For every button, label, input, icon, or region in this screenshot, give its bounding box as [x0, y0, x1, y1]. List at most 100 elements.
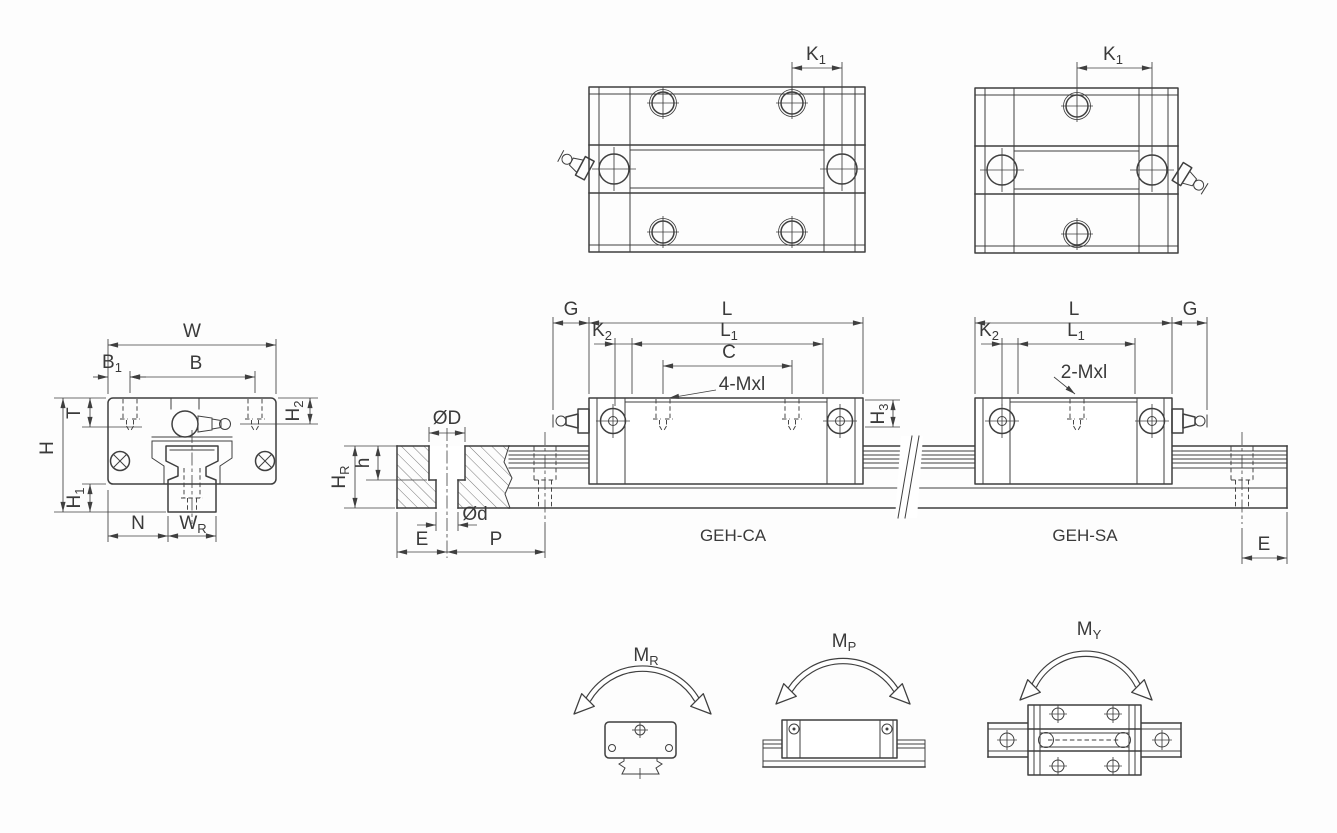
- tapped-hole-top: [647, 216, 679, 248]
- grease-nipple-icon: [557, 150, 595, 181]
- dim-label-w: W: [183, 321, 201, 342]
- dim-c: C: [662, 342, 793, 394]
- dim-label-wr: WR: [179, 513, 206, 536]
- dim-g-left: G: [552, 299, 590, 410]
- side-mount-hole: [820, 147, 864, 191]
- dim-l1-right: L1: [1017, 320, 1136, 394]
- rail-profile: [151, 430, 233, 524]
- dim-label-l1: L1: [720, 320, 738, 343]
- dim-label-k2: K2: [592, 320, 612, 343]
- dim-label-b1: B1: [102, 352, 122, 375]
- dim-b: B: [129, 353, 256, 393]
- mini-front-view: [604, 721, 677, 779]
- mini-screw: [1049, 705, 1067, 723]
- callout-2mxl: 2-Mxl: [1053, 362, 1107, 395]
- dim-od-small: Ød: [417, 504, 488, 531]
- dim-label-h2: H2: [283, 401, 306, 422]
- dim-label-e: E: [1258, 534, 1271, 555]
- tapped-hole-top: [647, 87, 679, 119]
- rail-segment: [508, 445, 590, 469]
- grease-nipple-icon: [552, 408, 590, 434]
- dim-k1-left: K1: [791, 44, 843, 152]
- side-view-geh-ca: G L L1 K2 C 4-Mxl H3: [552, 299, 900, 485]
- dim-label-n: N: [131, 513, 145, 534]
- dim-p: P: [447, 524, 546, 558]
- dim-h3: H3: [865, 399, 900, 428]
- grease-nipple-icon: [1171, 408, 1208, 434]
- grease-nipple-icon: [1171, 161, 1209, 195]
- arrow-head-icon: [775, 683, 797, 705]
- dim-l1-left: L1: [631, 320, 824, 394]
- end-cap-screw: [596, 404, 630, 438]
- dim-label-c: C: [722, 342, 736, 363]
- callout-label-2mxl: 2-Mxl: [1061, 362, 1107, 383]
- dim-label-t: T: [64, 407, 85, 419]
- mini-top-view: [987, 704, 1182, 776]
- dim-h: H: [37, 398, 166, 513]
- dim-w: W: [107, 321, 277, 394]
- dim-label-k2: K2: [979, 320, 999, 343]
- dim-k1-right: K1: [1076, 44, 1153, 152]
- side-view-geh-sa: L G K2 L1 2-Mxl: [974, 299, 1208, 485]
- dim-e-left: E: [396, 512, 447, 558]
- dim-l-right: L: [974, 299, 1173, 394]
- moment-label-mr: MR: [633, 645, 658, 668]
- dim-label-h: H: [37, 441, 58, 455]
- dim-label-hr: HR: [329, 465, 352, 488]
- dim-label-od: ØD: [433, 408, 462, 429]
- top-view-geh-sa: K1: [974, 44, 1209, 254]
- moment-label-my: MY: [1077, 619, 1102, 642]
- mini-rail-right: [1140, 722, 1182, 758]
- dim-label-p: P: [490, 529, 503, 550]
- dim-t: T: [54, 397, 142, 428]
- type-label-geh-ca: GEH-CA: [700, 526, 767, 545]
- callout-label-4mxl: 4-Mxl: [719, 374, 765, 395]
- end-cap-screw: [823, 404, 857, 438]
- dim-label-b: B: [190, 353, 203, 374]
- mini-side-view: [762, 719, 926, 768]
- dim-label-e: E: [416, 529, 429, 550]
- end-cap-screw: [109, 450, 131, 472]
- rail-cross-section: ØD h HR Ød E P: [329, 408, 546, 558]
- side-mount-hole: [592, 147, 636, 191]
- dim-od-big: ØD: [428, 408, 466, 442]
- arrow-head-icon: [1019, 679, 1041, 701]
- moment-label-mp: MP: [832, 631, 857, 654]
- dim-label-g: G: [564, 299, 579, 320]
- dim-label-l: L: [1069, 299, 1080, 320]
- dim-n: N WR: [107, 490, 217, 542]
- arrow-head-icon: [1131, 679, 1153, 701]
- front-view: W B B1 T H H1 H2 N WR: [37, 321, 318, 542]
- arrow-head-icon: [573, 693, 595, 715]
- dim-label-h-small: h: [353, 458, 374, 469]
- top-view-geh-ca: K1: [557, 44, 866, 253]
- dim-b1: B1: [93, 352, 146, 380]
- arrow-head-icon: [889, 683, 911, 705]
- dim-e-right: E: [1241, 512, 1288, 564]
- dim-label-l: L: [722, 299, 733, 320]
- dim-label-k1: K1: [806, 44, 826, 67]
- dim-hr: HR: [329, 446, 395, 509]
- mini-screw: [1104, 757, 1122, 775]
- dim-label-h3: H3: [868, 404, 891, 425]
- tapped-hole-top: [1061, 218, 1093, 250]
- dim-h1: H1: [64, 483, 106, 512]
- dim-label-g: G: [1183, 299, 1198, 320]
- rail-side-view: E GEH-CA GEH-SA: [508, 431, 1288, 564]
- grease-nipple-icon: [171, 410, 231, 438]
- callout-4mxl: 4-Mxl: [668, 374, 765, 399]
- dim-g-right: G: [1172, 299, 1208, 410]
- side-mount-hole: [1130, 148, 1174, 192]
- dim-label-l1: L1: [1067, 320, 1085, 343]
- moment-mr-figure: MR: [573, 645, 712, 779]
- dim-h-counterbore: h: [344, 445, 427, 481]
- mini-screw: [1049, 757, 1067, 775]
- dim-k2-right: K2: [979, 320, 1018, 406]
- moment-my-figure: MY: [987, 619, 1182, 776]
- tapped-hole-top: [776, 216, 808, 248]
- dim-h2: H2: [240, 397, 318, 425]
- dim-label-od-small: Ød: [462, 504, 487, 525]
- dim-label-k1: K1: [1103, 44, 1123, 67]
